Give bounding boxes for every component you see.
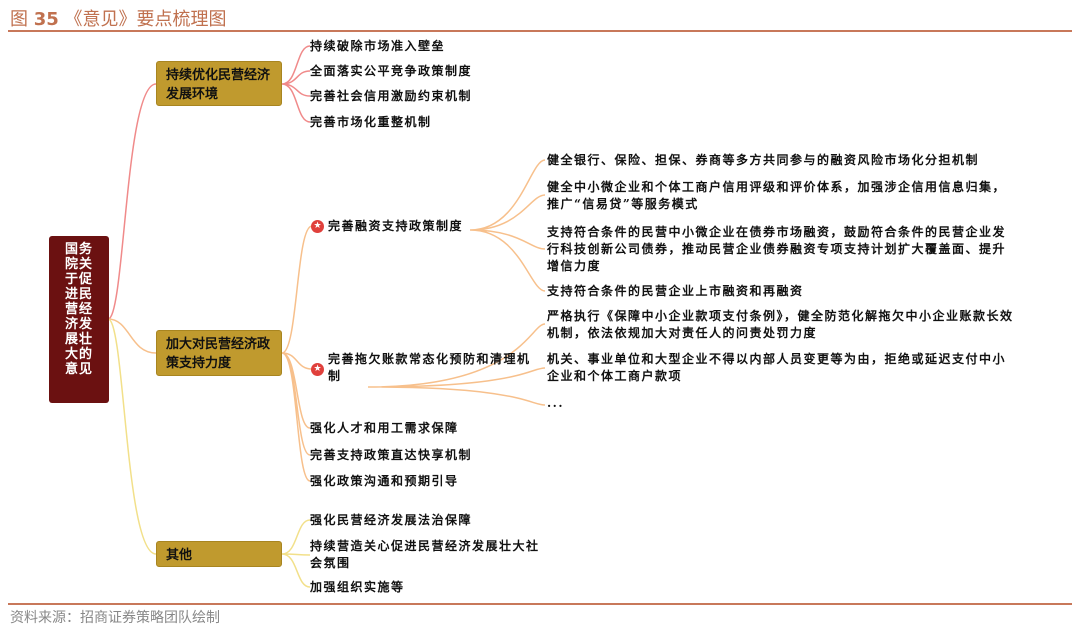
leaf-item: 完善市场化重整机制	[310, 115, 432, 129]
detail-item: 严格执行《保障中小企业款项支付条例》，健全防范化解拖欠中小企业账款长效机制，依法…	[547, 309, 1014, 340]
detail-item: 健全中小微企业和个体工商户信用评级和评价体系，加强涉企信用信息归集，推广“信易贷…	[547, 180, 1007, 211]
detail-item: 健全银行、保险、担保、券商等多方共同参与的融资风险市场化分担机制	[547, 153, 980, 167]
sub-branch-arrears: 完善拖欠账款常态化预防和清理机制	[328, 352, 531, 383]
footer-rule	[8, 603, 1072, 605]
leaf-item: 强化民营经济发展法治保障	[310, 513, 473, 527]
leaf-item: 完善支持政策直达快享机制	[310, 448, 473, 462]
title-rule	[8, 30, 1072, 32]
leaf-item: 持续破除市场准入壁垒	[310, 39, 446, 53]
leaf-item: 全面落实公平竞争政策制度	[310, 64, 473, 78]
root-node: 国务院关于促进民营经济发展壮大的意见	[49, 236, 109, 403]
leaf-item: 完善社会信用激励约束机制	[310, 89, 473, 103]
star-icon: ★	[311, 220, 324, 233]
star-icon: ★	[311, 363, 324, 376]
detail-item: 机关、事业单位和大型企业不得以内部人员变更等为由，拒绝或延迟支付中小企业和个体工…	[547, 352, 1007, 383]
leaf-item: 加强组织实施等	[310, 580, 405, 594]
leaf-item: 强化政策沟通和预期引导	[310, 474, 459, 488]
leaf-item: 强化人才和用工需求保障	[310, 421, 459, 435]
branch-node-policy-support: 加大对民营经济政策支持力度	[156, 330, 282, 376]
branch-node-environment: 持续优化民营经济发展环境	[156, 61, 282, 106]
detail-item-ellipsis: ...	[547, 396, 565, 410]
detail-item: 支持符合条件的民营企业上市融资和再融资	[547, 284, 804, 298]
detail-item: 支持符合条件的民营中小微企业在债券市场融资，鼓励符合条件的民营企业发行科技创新公…	[547, 225, 1007, 273]
source-note: 资料来源：招商证券策略团队绘制	[10, 610, 220, 626]
branch-node-other: 其他	[156, 541, 282, 567]
figure-title: 图 35 《意见》要点梳理图	[10, 9, 227, 30]
sub-branch-financing: 完善融资支持政策制度	[328, 219, 464, 233]
leaf-item: 持续营造关心促进民营经济发展壮大社会氛围	[310, 539, 540, 570]
